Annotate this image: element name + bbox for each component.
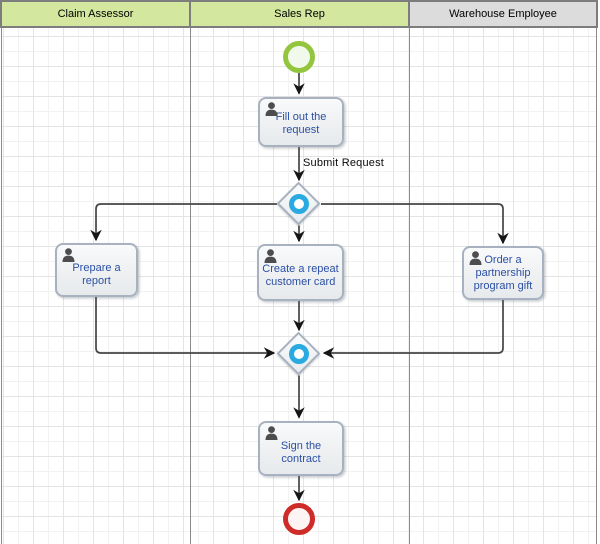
- flow-gateway-to-order-gift[interactable]: [321, 203, 509, 245]
- lane-label: Warehouse Employee: [449, 8, 557, 20]
- flow-prepare-report-to-merge[interactable]: [95, 297, 276, 359]
- person-icon: [469, 251, 482, 265]
- gateway-circle-icon: [289, 194, 309, 214]
- task-sign-contract[interactable]: Sign the contract: [258, 421, 344, 476]
- task-fill-out-request[interactable]: Fill out the request: [258, 97, 344, 147]
- task-label: Order a partnership program gift: [473, 253, 533, 292]
- start-event[interactable]: [283, 41, 315, 73]
- person-icon: [264, 249, 277, 263]
- lane-label: Claim Assessor: [57, 8, 134, 20]
- task-label: Create a repeat customer card: [262, 262, 339, 288]
- lane-border-2: [409, 28, 410, 544]
- lane-header-sales-rep[interactable]: Sales Rep: [189, 0, 410, 28]
- end-event[interactable]: [283, 503, 315, 535]
- task-order-program-gift[interactable]: Order a partnership program gift: [462, 246, 544, 300]
- lane-label: Sales Rep: [274, 8, 325, 20]
- lane-border-right: [596, 28, 597, 544]
- gateway-circle-icon: [289, 344, 309, 364]
- task-label: Fill out the request: [275, 111, 327, 136]
- person-icon: [265, 102, 278, 116]
- lane-header-claim-assessor[interactable]: Claim Assessor: [0, 0, 191, 28]
- flow-order-gift-to-merge[interactable]: [322, 299, 504, 359]
- person-icon: [265, 426, 278, 440]
- flow-label-submit-request: Submit Request: [303, 157, 385, 169]
- flow-gateway-to-prepare-report[interactable]: [90, 203, 277, 242]
- lane-border-left: [1, 28, 2, 544]
- task-create-customer-card[interactable]: Create a repeat customer card: [257, 244, 344, 301]
- task-prepare-report[interactable]: Prepare a report: [55, 243, 138, 297]
- task-label: Prepare a report: [72, 262, 121, 287]
- lane-header-warehouse-employee[interactable]: Warehouse Employee: [408, 0, 598, 28]
- person-icon: [62, 248, 75, 262]
- lane-border-1: [190, 28, 191, 544]
- task-label: Sign the contract: [280, 439, 322, 465]
